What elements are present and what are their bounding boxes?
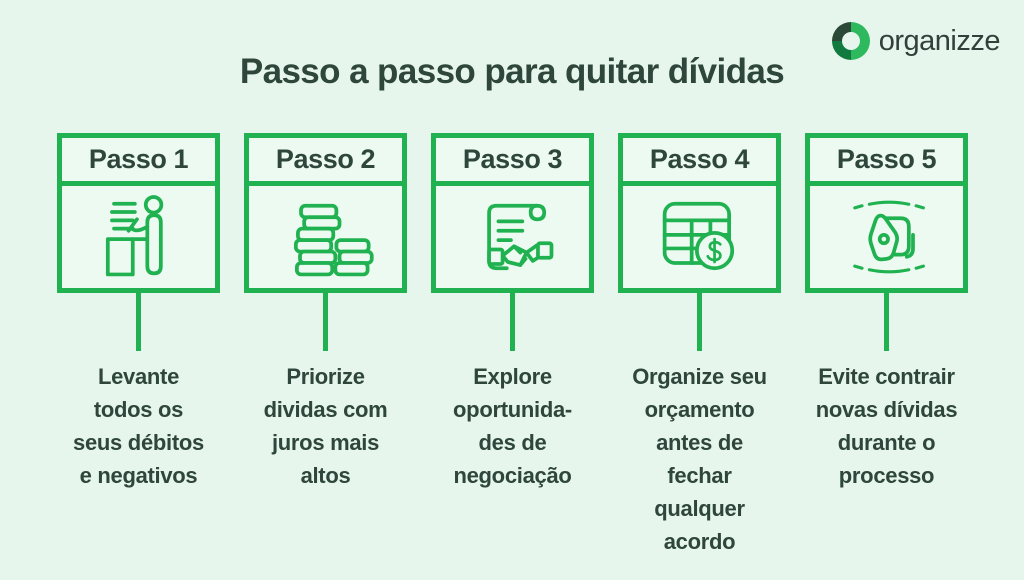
step-3-body — [436, 186, 589, 288]
step-5-description: Evite contrair novas dívidas durante o p… — [815, 364, 958, 488]
step-4-connector — [697, 293, 702, 351]
step-5-body — [810, 186, 963, 288]
step-1-body — [62, 186, 215, 288]
step-4-box: Passo 4 — [618, 133, 781, 293]
step-1-description: Levante todos os seus débitos e negativo… — [73, 364, 204, 488]
step-2-header: Passo 2 — [249, 138, 402, 186]
step-5-header: Passo 5 — [810, 138, 963, 186]
step-4-header: Passo 4 — [623, 138, 776, 186]
organizze-logo: organizze — [831, 22, 1001, 60]
step-1-box: Passo 1 — [57, 133, 220, 293]
step-2-connector — [323, 293, 328, 351]
coin-stacks-icon — [293, 203, 374, 277]
step-2: Passo 2 Priorize divida — [244, 133, 407, 558]
step-3-connector — [510, 293, 515, 351]
step-1-connector — [136, 293, 141, 351]
page-title: Passo a passo para quitar dívidas — [239, 52, 785, 91]
step-2-body — [249, 186, 402, 288]
open-door-icon — [852, 200, 925, 274]
step-2-description: Priorize dividas com juros mais altos — [263, 364, 388, 488]
step-4: Passo 4 Organize seu orçamento antes de … — [618, 133, 781, 558]
step-1-header: Passo 1 — [62, 138, 215, 186]
steps-row: Passo 1 Levante todos os seus débitos e … — [57, 133, 968, 558]
step-3-description: Explore oportunida- des de negociação — [453, 364, 572, 488]
step-5: Passo 5 Evite contrair novas dívidas dur… — [805, 133, 968, 558]
step-4-body — [623, 186, 776, 288]
step-2-box: Passo 2 — [244, 133, 407, 293]
step-4-description: Organize seu orçamento antes de fechar q… — [632, 364, 767, 554]
budget-spreadsheet-icon — [662, 201, 734, 271]
step-3: Passo 3 Explore oportunida- des de n — [431, 133, 594, 558]
step-1: Passo 1 Levante todos os seus débitos e … — [57, 133, 220, 558]
contract-handshake-icon — [486, 203, 553, 271]
step-5-box: Passo 5 — [805, 133, 968, 293]
step-5-connector — [884, 293, 889, 351]
organizze-donut-icon — [831, 22, 870, 60]
step-3-header: Passo 3 — [436, 138, 589, 186]
organizze-wordmark: organizze — [878, 24, 1001, 57]
step-3-box: Passo 3 — [431, 133, 594, 293]
person-listing-debts-icon — [105, 195, 163, 277]
